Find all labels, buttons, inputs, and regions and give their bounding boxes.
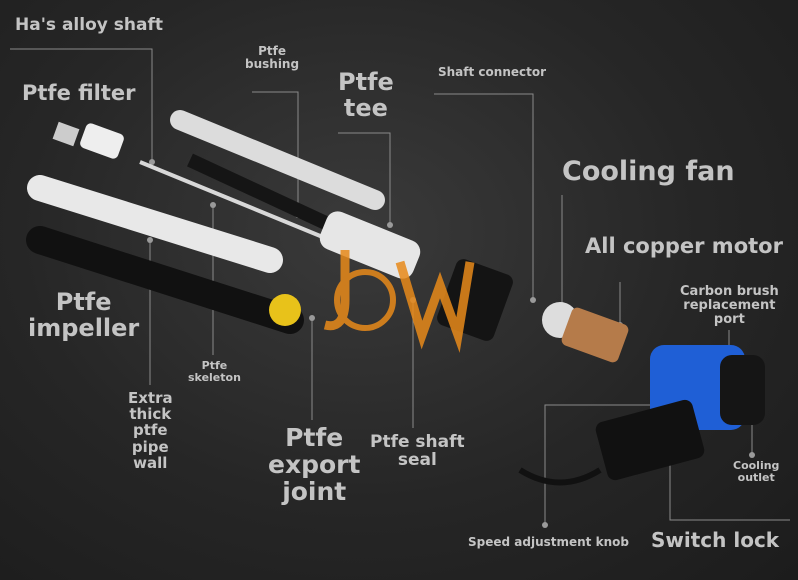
motor-housing <box>595 345 765 481</box>
label-line: pipe <box>131 437 169 456</box>
label-copper-motor: All copper motor <box>585 234 783 258</box>
label-pipe-wall: Extra thick ptfe pipe wall <box>128 390 173 471</box>
label-carbon-brush-port: Carbon brush replacement port <box>680 284 779 328</box>
label-line: Ptfe <box>338 68 394 96</box>
label-line: ptfe <box>133 421 168 440</box>
label-line: joint <box>282 477 347 506</box>
copper-motor-part <box>561 307 629 363</box>
label-cooling-fan: Cooling fan <box>562 156 735 187</box>
label-line: export <box>268 450 361 479</box>
label-alloy-shaft: Ha's alloy shaft <box>15 15 163 35</box>
label-line: port <box>713 312 745 328</box>
label-line: Ptfe <box>201 359 228 372</box>
label-line: Ptfe shaft <box>370 432 465 452</box>
label-ptfe-filter: Ptfe filter <box>22 81 136 105</box>
label-line: Cooling <box>733 459 780 472</box>
label-ptfe-bushing: Ptfe bushing <box>245 45 299 71</box>
export-joint <box>269 294 301 326</box>
label-line: thick <box>129 405 172 424</box>
label-line: Ptfe <box>55 288 112 316</box>
label-cooling-outlet: Cooling outlet <box>733 460 779 484</box>
power-cord <box>518 467 602 486</box>
pipe-wall-tube <box>26 175 304 334</box>
label-shaft-seal: Ptfe shaft seal <box>370 433 465 470</box>
leader-dots <box>147 159 755 528</box>
label-line: seal <box>397 450 437 471</box>
bushing-tube <box>170 110 385 232</box>
label-line: outlet <box>737 470 775 484</box>
jsw-logo-watermark <box>323 250 475 353</box>
alloy-shaft <box>139 160 331 242</box>
label-line: skeleton <box>188 370 241 384</box>
label-switch-lock: Switch lock <box>651 528 780 552</box>
label-ptfe-skeleton: Ptfe skeleton <box>188 360 241 384</box>
label-speed-knob: Speed adjustment knob <box>468 535 629 549</box>
label-line: tee <box>343 93 388 122</box>
label-line: replacement <box>683 298 776 314</box>
label-line: Ptfe <box>258 44 286 58</box>
label-export-joint: Ptfe export joint <box>268 424 360 505</box>
label-line: Carbon brush <box>680 284 779 299</box>
label-line: impeller <box>28 313 140 342</box>
filter-part <box>52 121 124 159</box>
tee-part <box>319 211 421 279</box>
label-line: Ptfe <box>285 423 344 452</box>
label-line: bushing <box>245 56 300 71</box>
label-shaft-connector: Shaft connector <box>438 65 547 79</box>
label-ptfe-impeller: Ptfe impeller <box>28 288 140 342</box>
label-line: wall <box>133 453 168 472</box>
label-ptfe-tee: Ptfe tee <box>338 68 394 122</box>
label-line: Extra <box>128 389 173 407</box>
